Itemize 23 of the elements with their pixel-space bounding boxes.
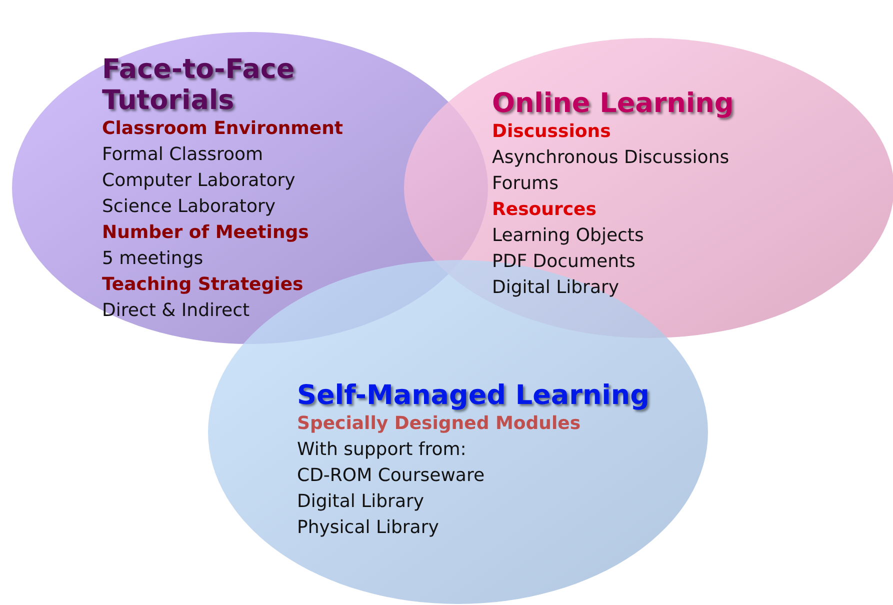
- section-heading: Teaching Strategies: [102, 273, 304, 297]
- list-item: Learning Objects: [492, 224, 644, 248]
- circle-heading: Online Learning: [492, 88, 734, 119]
- section-heading: Specially Designed Modules: [297, 412, 581, 436]
- circle-heading: Self-Managed Learning: [297, 380, 650, 411]
- list-item: Digital Library: [297, 490, 424, 514]
- list-item: Digital Library: [492, 276, 620, 300]
- list-item: CD-ROM Courseware: [297, 464, 485, 488]
- list-item: With support from:: [297, 438, 466, 462]
- section-heading: Number of Meetings: [102, 221, 309, 245]
- circle-heading: Face-to-Face Tutorials: [102, 54, 296, 116]
- list-item: Physical Library: [297, 516, 439, 540]
- section-heading: Classroom Environment: [102, 117, 344, 141]
- list-item: Forums: [492, 172, 558, 196]
- list-item: 5 meetings: [102, 247, 204, 271]
- list-item: Science Laboratory: [102, 195, 276, 219]
- section-heading: Resources: [492, 198, 596, 222]
- list-item: PDF Documents: [492, 250, 636, 274]
- list-item: Formal Classroom: [102, 143, 264, 167]
- list-item: Direct & Indirect: [102, 299, 250, 323]
- section-heading: Discussions: [492, 120, 611, 144]
- list-item: Asynchronous Discussions: [492, 146, 730, 170]
- list-item: Computer Laboratory: [102, 169, 296, 193]
